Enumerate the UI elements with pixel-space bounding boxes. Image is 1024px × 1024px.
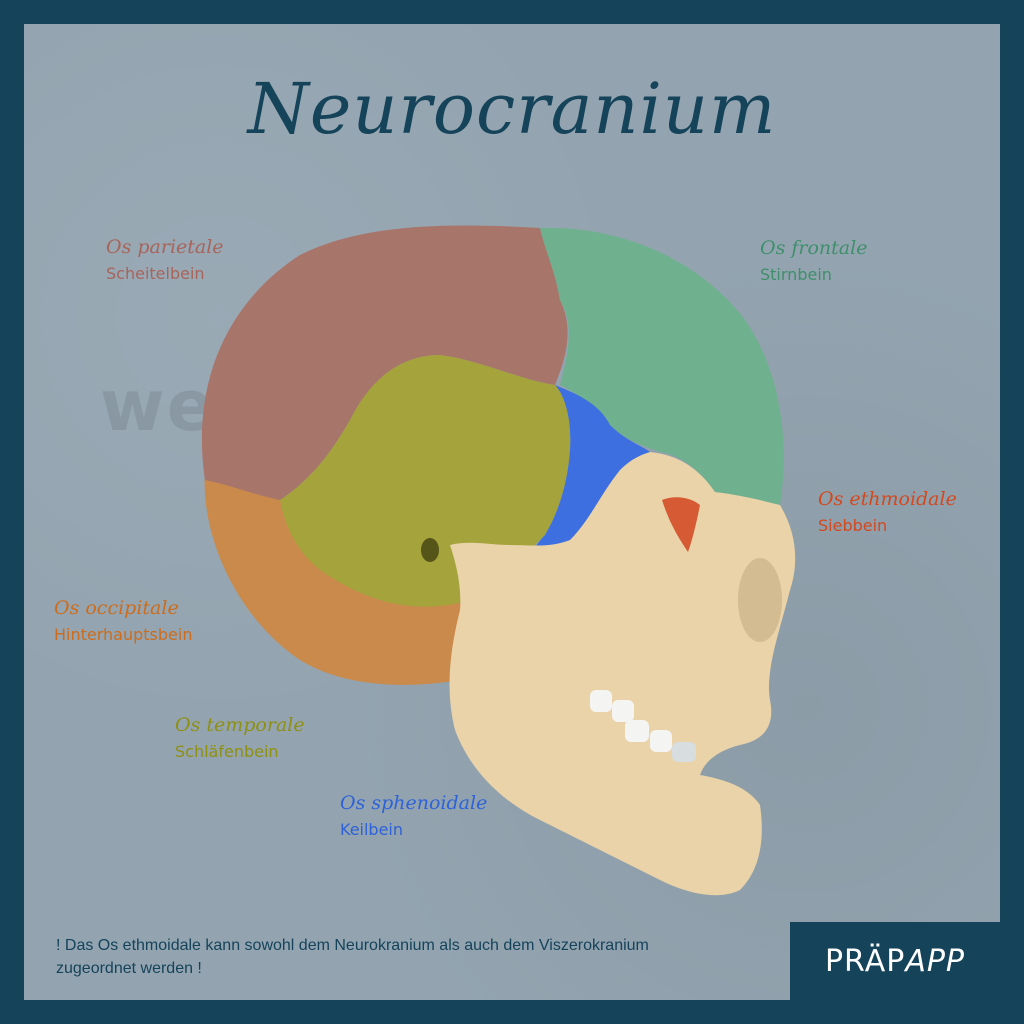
latin-name: Os frontale [760,237,868,259]
label-os-sphenoidale: Os sphenoidale Keilbein [340,792,487,839]
brand-part-2: APP [905,943,966,979]
latin-name: Os parietale [106,236,224,258]
frontal-bone [540,227,784,505]
brand-part-1: PRÄP [824,943,906,979]
page-title: Neurocranium [247,68,777,150]
label-os-frontale: Os frontale Stirnbein [760,237,867,284]
german-name: Siebbein [818,516,888,535]
label-os-temporale: Os temporale Schläfenbein [175,714,305,761]
parietal-bone [201,225,568,500]
footnote: ! Das Os ethmoidale kann sowohl dem Neur… [56,937,649,977]
latin-name: Os occipitale [54,597,179,619]
german-name: Keilbein [340,820,404,839]
latin-name: Os temporale [175,714,305,736]
temporal-bone [280,355,571,607]
teeth [590,690,696,762]
ethmoid-bone [662,497,700,552]
ear-opening [421,538,439,562]
german-name: Scheitelbein [106,264,205,283]
orbit [738,558,782,642]
latin-name: Os sphenoidale [340,792,488,814]
label-os-occipitale: Os occipitale Hinterhauptsbein [54,597,192,644]
label-os-ethmoidale: Os ethmoidale Siebbein [818,488,957,535]
german-name: Schläfenbein [175,742,279,761]
german-name: Hinterhauptsbein [54,625,193,644]
german-name: Stirnbein [760,265,832,284]
latin-name: Os ethmoidale [818,488,957,510]
label-os-parietale: Os parietale Scheitelbein [106,236,224,283]
facial-bones [449,452,796,896]
